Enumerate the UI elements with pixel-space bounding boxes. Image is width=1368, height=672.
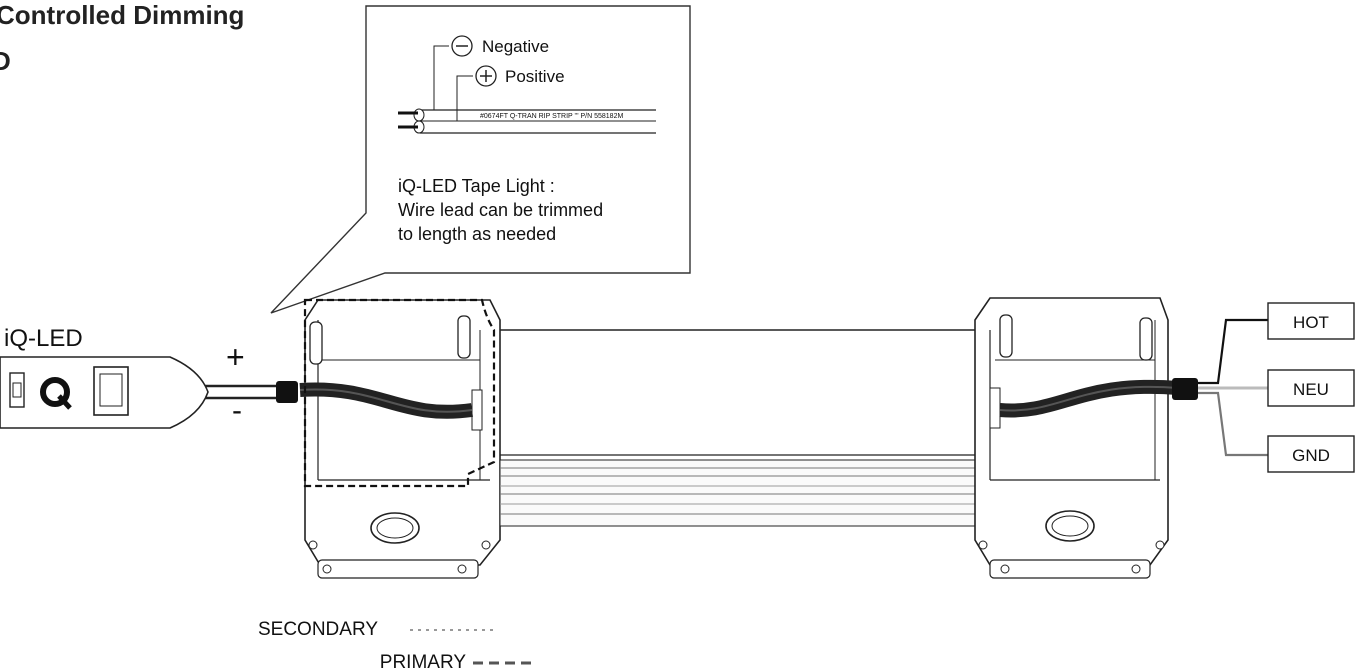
negative-symbol-icon <box>451 35 473 57</box>
callout-note-line-2: Wire lead can be trimmed <box>398 200 603 220</box>
header-subtitle: D <box>0 46 11 76</box>
terminal-gnd-label: GND <box>1292 446 1330 465</box>
callout-box: #0674FT Q-TRAN RIP STRIP ''' P/N 558182M… <box>270 5 691 314</box>
terminal-hot: HOT <box>1267 302 1355 340</box>
callout-note-line-3: to length as needed <box>398 224 556 244</box>
tape-light-end <box>0 356 298 429</box>
legend-secondary-label: SECONDARY <box>258 619 378 640</box>
wire-print-text: #0674FT Q-TRAN RIP STRIP ''' P/N 558182M <box>480 113 623 120</box>
header-title: Controlled Dimming <box>0 0 244 30</box>
tape-label: iQ-LED <box>4 325 83 352</box>
terminal-gnd: GND <box>1267 435 1355 473</box>
negative-polarity-mark: - <box>232 394 242 427</box>
legend-primary-label: PRIMARY <box>380 652 467 672</box>
terminal-neu-label: NEU <box>1293 380 1329 399</box>
left-junction-box <box>299 298 501 579</box>
terminal-neu: NEU <box>1267 369 1355 407</box>
positive-symbol-icon <box>475 65 497 87</box>
callout-note-line-1: iQ-LED Tape Light : <box>398 176 555 196</box>
q-logo-icon <box>40 377 72 410</box>
positive-label: Positive <box>505 67 565 86</box>
ac-leads <box>1198 318 1268 457</box>
positive-polarity-mark: + <box>226 339 245 375</box>
negative-label: Negative <box>482 37 549 56</box>
terminal-hot-label: HOT <box>1293 313 1329 332</box>
right-junction-box <box>974 297 1198 579</box>
wire-illustration: #0674FT Q-TRAN RIP STRIP ''' P/N 558182M <box>398 45 656 134</box>
legend: SECONDARY PRIMARY <box>258 619 535 672</box>
raceway-channel <box>499 329 976 527</box>
